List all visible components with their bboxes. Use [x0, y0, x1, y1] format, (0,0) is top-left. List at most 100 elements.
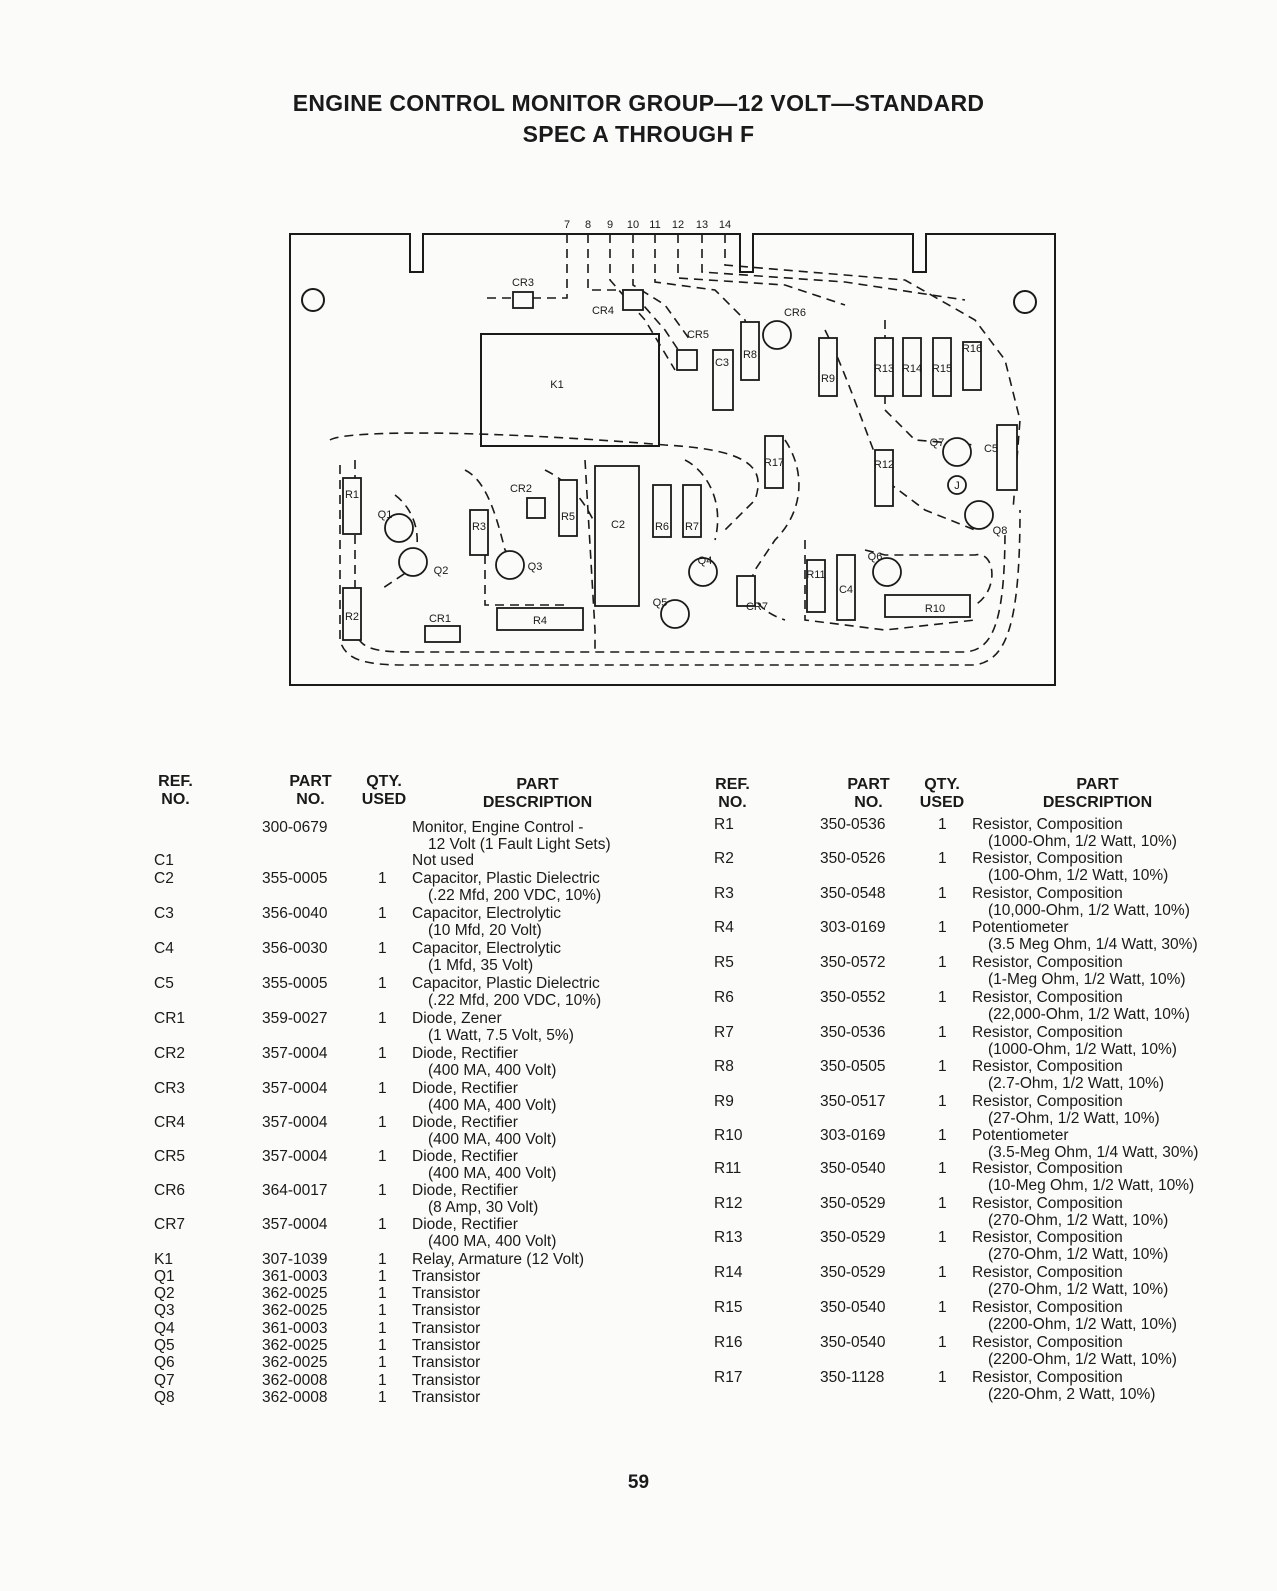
cell-ref: C4	[154, 940, 174, 957]
cell-part: 356-0030	[262, 940, 328, 957]
component-label: Q4	[698, 555, 713, 567]
component-label: R10	[925, 603, 945, 615]
cell-part: 361-0003	[262, 1320, 328, 1337]
header-text: DESCRIPTION	[482, 794, 593, 811]
cell-ref: Q7	[154, 1372, 175, 1389]
cell-desc: Transistor	[412, 1354, 481, 1371]
cell-qty: 1	[378, 1268, 387, 1285]
cell-qty: 1	[378, 940, 387, 957]
cell-qty: 1	[378, 1372, 387, 1389]
cell-qty: 1	[378, 1045, 387, 1062]
component-label: CR4	[592, 305, 614, 317]
cell-part: 356-0040	[262, 905, 328, 922]
terminal-label: 12	[672, 219, 684, 231]
header-text: NO.	[296, 791, 325, 808]
cell-desc: Transistor	[412, 1389, 481, 1406]
header-text: NO.	[718, 794, 747, 811]
cell-desc: Resistor, Composition	[972, 850, 1123, 867]
component-label: R1	[345, 489, 359, 501]
cell-part: 303-0169	[820, 919, 886, 936]
cell-desc: Resistor, Composition	[972, 1024, 1123, 1041]
cell-qty: 1	[378, 870, 387, 887]
cell-qty: 1	[938, 1058, 947, 1075]
cell-ref: R16	[714, 1334, 743, 1351]
cell-qty: 1	[938, 989, 947, 1006]
page-number: 59	[627, 1472, 650, 1493]
cell-qty: 1	[938, 1369, 947, 1386]
cell-desc-detail: (400 MA, 400 Volt)	[428, 1062, 557, 1079]
header-text: QTY.	[366, 773, 402, 790]
cell-qty: 1	[938, 1229, 947, 1246]
component-label: CR6	[784, 307, 806, 319]
cell-desc: Diode, Rectifier	[412, 1182, 518, 1199]
cell-qty: 1	[378, 1216, 387, 1233]
cell-desc: Resistor, Composition	[972, 1093, 1123, 1110]
cell-part: 355-0005	[262, 870, 328, 887]
cell-ref: Q5	[154, 1337, 175, 1354]
cell-part: 357-0004	[262, 1080, 328, 1097]
terminal-label: 14	[719, 219, 731, 231]
cell-part: 357-0004	[262, 1148, 328, 1165]
component-label: CR2	[510, 483, 532, 495]
cell-ref: CR3	[154, 1080, 186, 1097]
cell-part: 350-0552	[820, 989, 886, 1006]
cell-part: 303-0169	[820, 1127, 886, 1144]
cell-part: 350-0536	[820, 1024, 886, 1041]
component-label: R13	[874, 363, 894, 375]
component-label: Q7	[930, 437, 945, 449]
component-label: CR5	[687, 329, 709, 341]
cell-part: 350-0540	[820, 1299, 886, 1316]
cell-part: 350-0529	[820, 1264, 886, 1281]
cell-desc: Transistor	[412, 1337, 481, 1354]
header-ref-left: REF.NO.	[148, 773, 203, 809]
cell-desc-detail: (8 Amp, 30 Volt)	[428, 1199, 539, 1216]
cell-ref: C1	[154, 852, 174, 869]
cell-ref: R9	[714, 1093, 734, 1110]
header-text: DESCRIPTION	[1042, 794, 1153, 811]
cell-desc: Transistor	[412, 1268, 481, 1285]
cell-part: 362-0008	[262, 1389, 328, 1406]
header-text: QTY.	[924, 776, 960, 793]
cell-desc-detail: (.22 Mfd, 200 VDC, 10%)	[428, 887, 602, 904]
cell-desc: Diode, Rectifier	[412, 1080, 518, 1097]
cell-desc-detail: (270-Ohm, 1/2 Watt, 10%)	[988, 1212, 1169, 1229]
header-text: PART	[516, 776, 559, 793]
cell-ref: R7	[714, 1024, 734, 1041]
terminal-label: 11	[649, 219, 660, 231]
header-text: NO.	[854, 794, 883, 811]
cell-desc: Resistor, Composition	[972, 816, 1123, 833]
cell-part: 350-0505	[820, 1058, 886, 1075]
component-label: C2	[611, 519, 625, 531]
component-label: CR3	[512, 277, 534, 289]
cell-ref: Q2	[154, 1285, 175, 1302]
cell-ref: R3	[714, 885, 734, 902]
cell-desc-detail: (220-Ohm, 2 Watt, 10%)	[988, 1386, 1156, 1403]
cell-desc: Transistor	[412, 1372, 481, 1389]
header-text: USED	[919, 794, 965, 811]
cell-part: 357-0004	[262, 1045, 328, 1062]
component-label: R17	[764, 457, 784, 469]
component-label: R14	[902, 363, 922, 375]
component-label: J	[954, 480, 960, 492]
component-label: R15	[932, 363, 952, 375]
cell-part: 350-0529	[820, 1195, 886, 1212]
cell-ref: CR7	[154, 1216, 186, 1233]
cell-part: 357-0004	[262, 1216, 328, 1233]
cell-desc-detail: (1000-Ohm, 1/2 Watt, 10%)	[988, 833, 1177, 850]
component-label: R7	[685, 521, 699, 533]
component-label: Q6	[868, 551, 883, 563]
cell-ref: R13	[714, 1229, 743, 1246]
cell-desc-detail: (27-Ohm, 1/2 Watt, 10%)	[988, 1110, 1160, 1127]
header-text: NO.	[161, 791, 190, 808]
cell-desc: Resistor, Composition	[972, 1299, 1123, 1316]
cell-desc: Resistor, Composition	[972, 1264, 1123, 1281]
cell-desc-detail: (10,000-Ohm, 1/2 Watt, 10%)	[988, 902, 1190, 919]
cell-ref: CR2	[154, 1045, 186, 1062]
component-label: R9	[821, 373, 835, 385]
cell-desc-detail: (10 Mfd, 20 Volt)	[428, 922, 542, 939]
cell-qty: 1	[938, 1195, 947, 1212]
component-label: Q2	[434, 565, 449, 577]
terminal-label: 7	[564, 219, 570, 231]
cell-part: 350-0517	[820, 1093, 886, 1110]
